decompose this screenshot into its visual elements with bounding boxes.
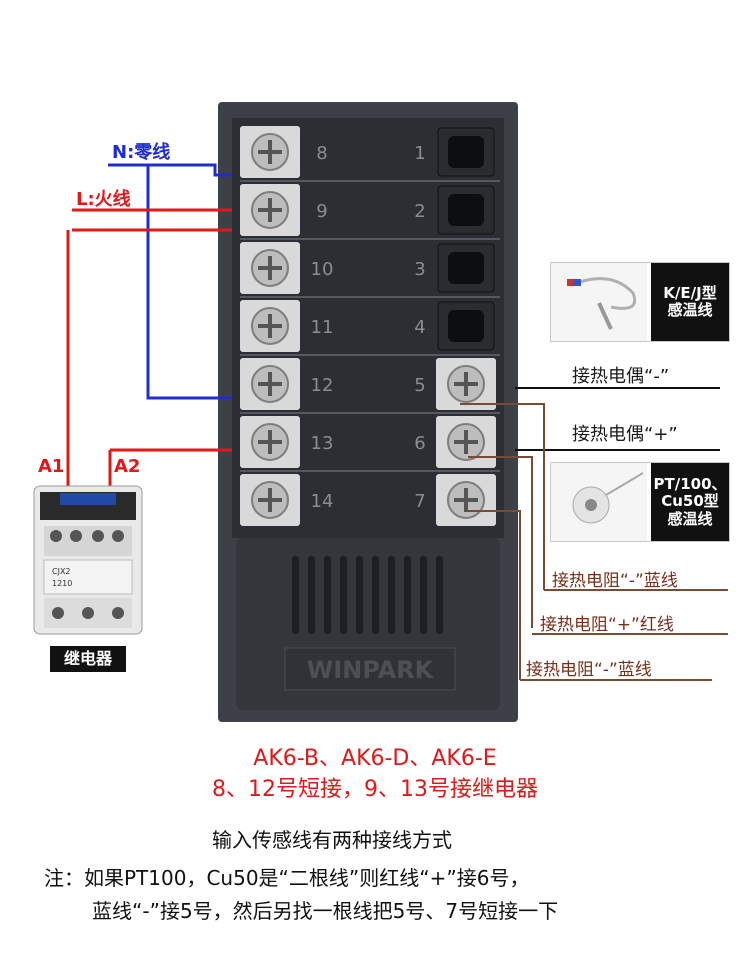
thermocouple-photo bbox=[551, 263, 647, 341]
model-line-1: AK6-B、AK6-D、AK6-E bbox=[253, 746, 497, 771]
thermocouple-label: 感温线 bbox=[667, 301, 713, 319]
relay-tag: 继电器 bbox=[50, 646, 126, 672]
terminal-number-right: 1 bbox=[414, 143, 425, 164]
neutral-wire bbox=[108, 163, 232, 177]
rtd-minus-label-1: 接热电阻“-”蓝线 bbox=[552, 571, 678, 591]
notes-line-1: 注：如果PT100，Cu50是“二根线”则红线“+”接6号， bbox=[44, 866, 530, 890]
relay-model-2: 1210 bbox=[52, 579, 72, 588]
right-socket-hole bbox=[448, 310, 484, 342]
tc-plus-label: 接热电偶“+” bbox=[572, 424, 678, 445]
relay-model-1: CJX2 bbox=[52, 567, 71, 576]
thermocouple-tag: K/E/J型 感温线 bbox=[651, 263, 729, 341]
terminal-number-left: 8 bbox=[316, 143, 327, 164]
thermocouple-sensor-card: K/E/J型 感温线 bbox=[550, 262, 730, 342]
terminal-number-left: 14 bbox=[311, 491, 334, 512]
rtd-plus-wire bbox=[468, 456, 533, 628]
rtd-minus-label-2: 接热电阻“-”蓝线 bbox=[526, 660, 652, 680]
relay-a1-label: A1 bbox=[38, 456, 65, 477]
right-socket-hole bbox=[448, 252, 484, 284]
right-socket-hole bbox=[448, 194, 484, 226]
live-label: L:火线 bbox=[76, 189, 131, 210]
rtd-minus-wire-1 bbox=[460, 403, 545, 590]
brand-plate bbox=[284, 647, 456, 691]
terminal-number-left: 12 bbox=[311, 375, 334, 396]
tc-minus-label: 接热电偶“-” bbox=[572, 366, 670, 387]
relay-a2-label: A2 bbox=[114, 456, 141, 477]
neutral-label: N:零线 bbox=[112, 142, 171, 163]
terminal-number-left: 9 bbox=[316, 201, 327, 222]
relay-contactor bbox=[33, 485, 143, 635]
rtd-plus-label: 接热电阻“+”红线 bbox=[540, 615, 674, 635]
vent-slots bbox=[292, 556, 443, 634]
model-line-2: 8、12号短接，9、13号接继电器 bbox=[212, 777, 538, 802]
terminal-number-right: 4 bbox=[414, 317, 425, 338]
right-socket-hole bbox=[448, 136, 484, 168]
rtd-sensor-card: PT/100、 Cu50型 感温线 bbox=[550, 462, 730, 542]
terminal-number-left: 13 bbox=[311, 433, 334, 454]
rtd-tag: PT/100、 Cu50型 感温线 bbox=[651, 463, 729, 541]
notes-line-2: 蓝线“-”接5号，然后另找一根线把5号、7号短接一下 bbox=[92, 899, 559, 923]
rtd-label: 感温线 bbox=[667, 509, 713, 528]
rtd-type-1: PT/100、 bbox=[653, 475, 727, 494]
terminal-number-left: 11 bbox=[311, 317, 334, 338]
terminal-number-right: 7 bbox=[414, 491, 425, 512]
rtd-minus-wire-2 bbox=[468, 510, 521, 680]
terminal-number-right: 6 bbox=[414, 433, 425, 454]
rtd-photo bbox=[551, 463, 647, 541]
thermocouple-type: K/E/J型 bbox=[663, 283, 717, 302]
rtd-type-2: Cu50型 bbox=[661, 492, 719, 511]
notes-heading: 输入传感线有两种接线方式 bbox=[212, 828, 452, 852]
terminal-number-right: 2 bbox=[414, 201, 425, 222]
terminal-number-right: 3 bbox=[414, 259, 425, 280]
terminal-number-right: 5 bbox=[414, 375, 425, 396]
device-brand: WINPARK bbox=[307, 656, 435, 684]
terminal-number-left: 10 bbox=[311, 259, 334, 280]
neutral-wire-to-12 bbox=[146, 165, 232, 400]
